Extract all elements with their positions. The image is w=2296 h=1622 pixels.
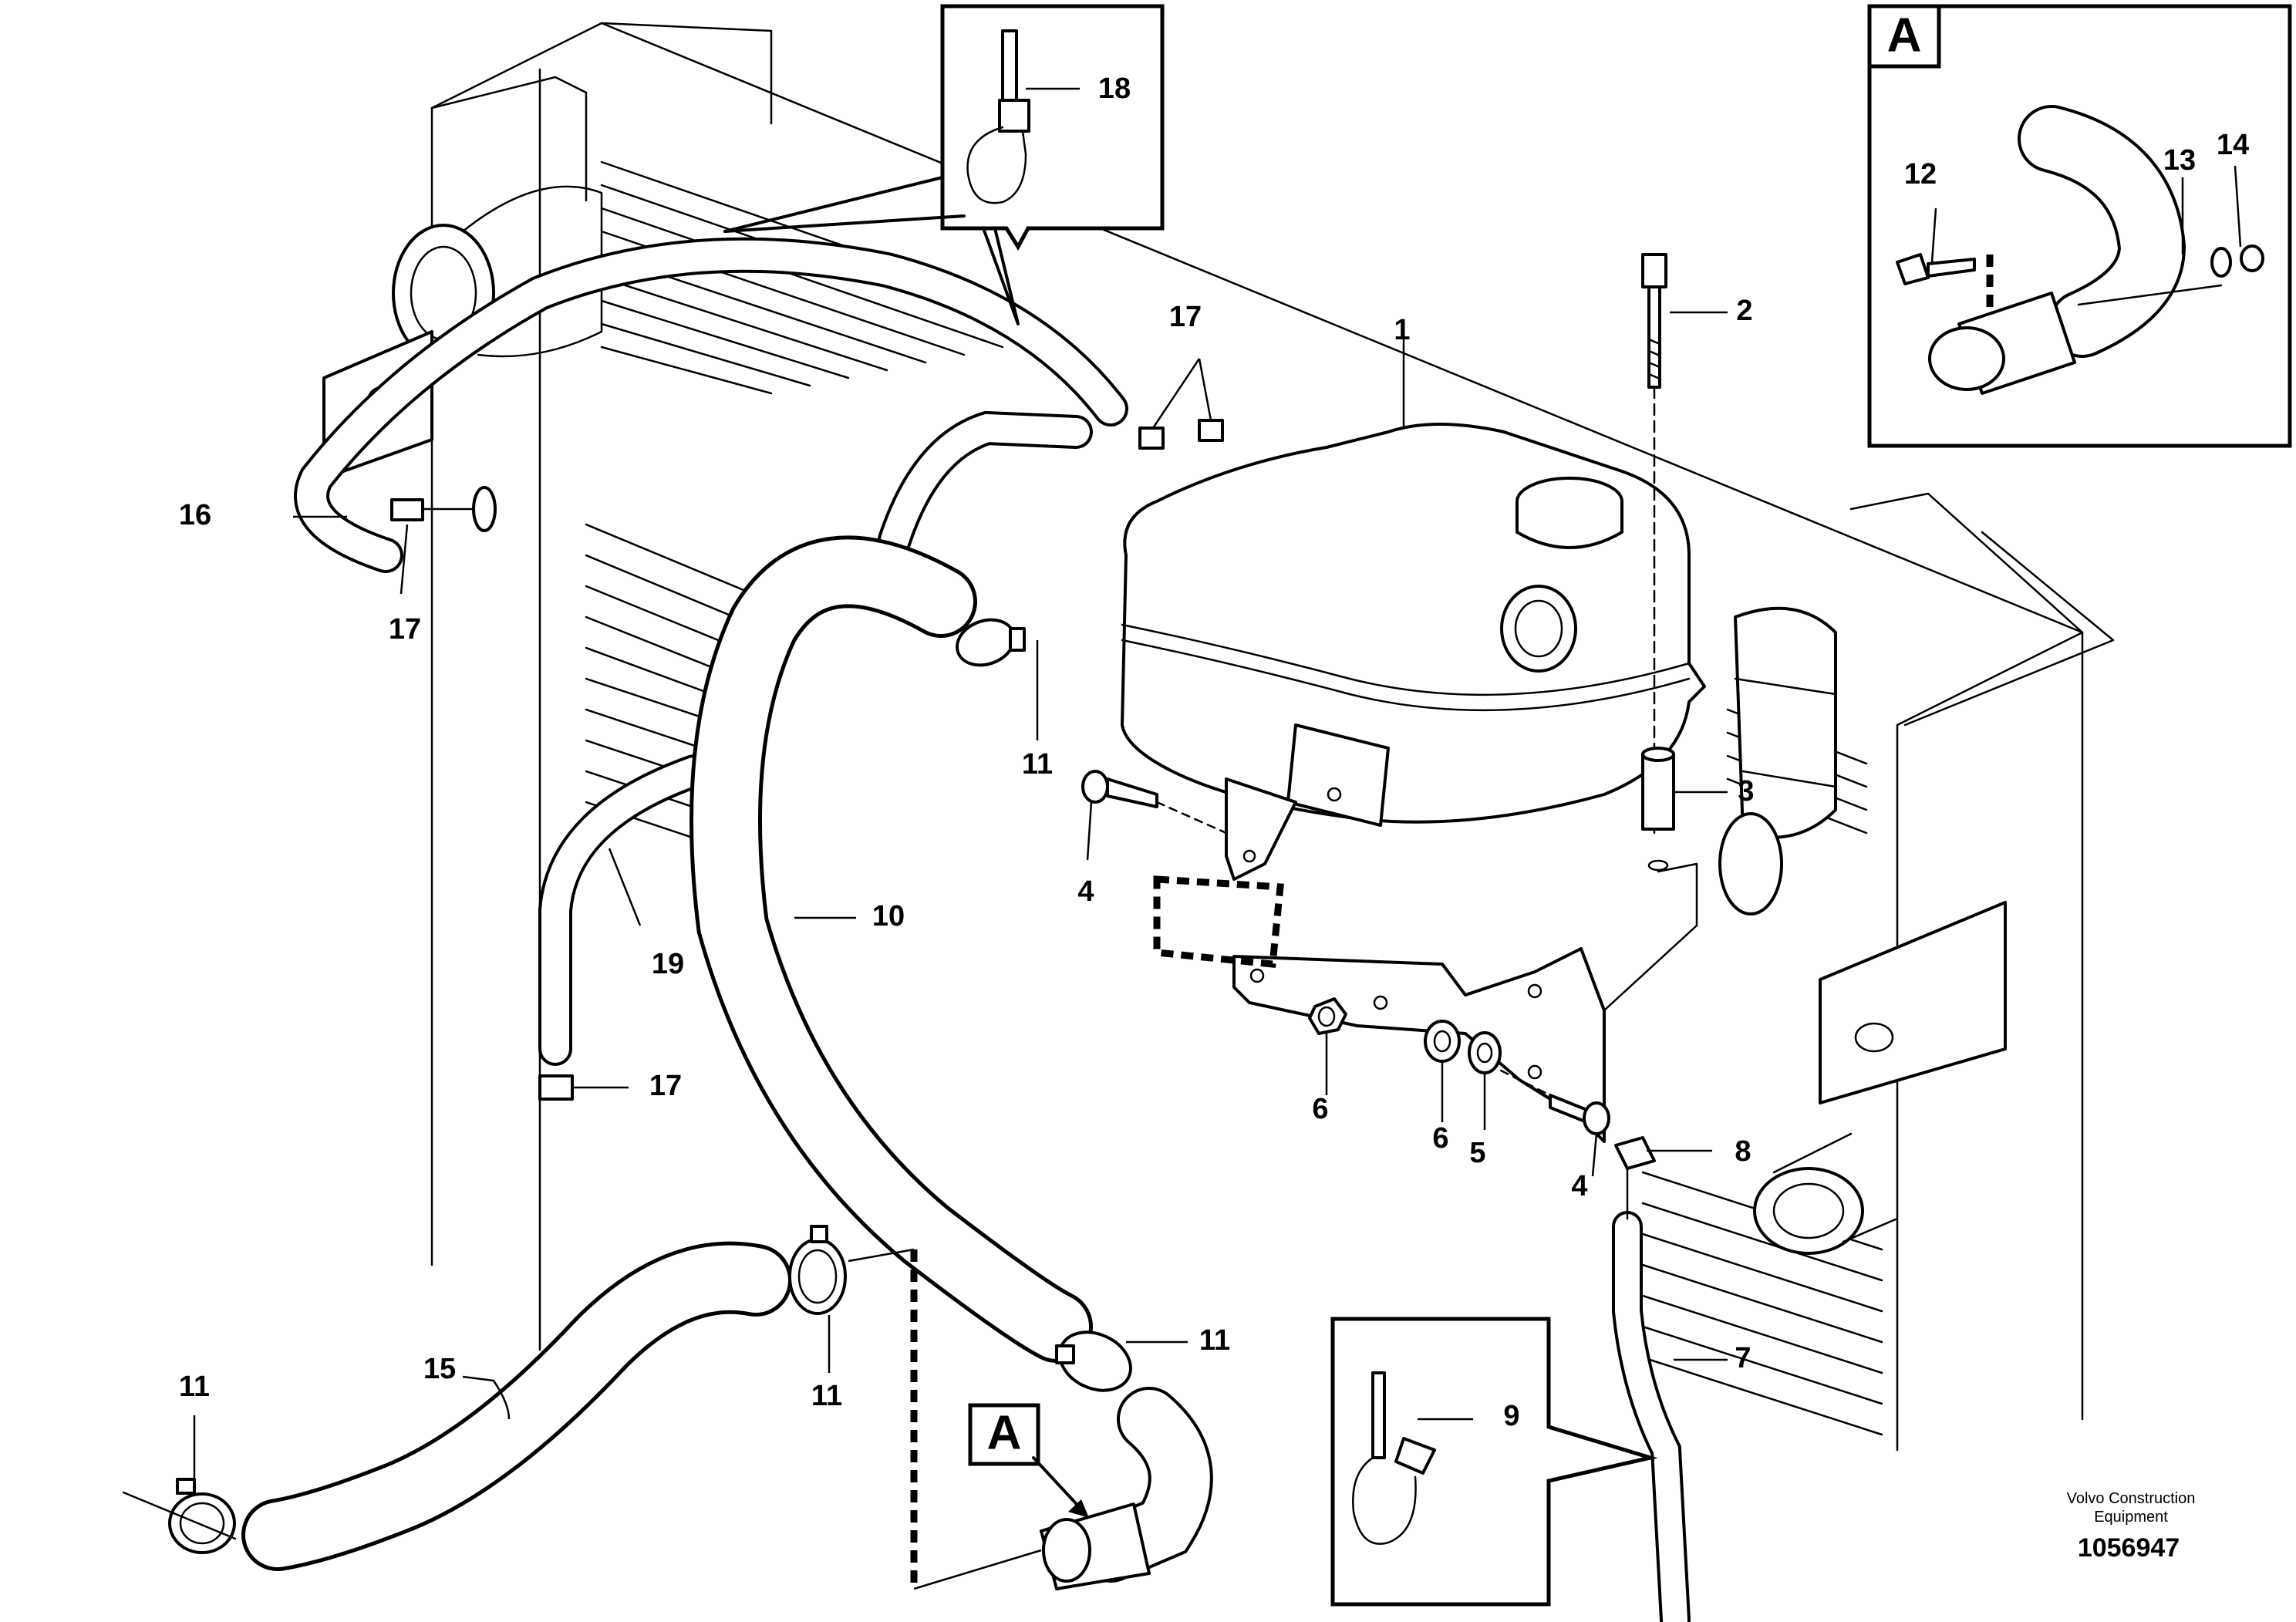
- callout-labels: 1 2 3 4 4 5 6 6 7 8 9 10 11 11 11 11 12 …: [179, 73, 2249, 1432]
- inset-9: [1330, 1317, 1658, 1607]
- clamp-11-mid: [788, 1225, 847, 1315]
- sleeve-3: [1641, 747, 1675, 872]
- dashed-link-bracket: [1153, 875, 1284, 968]
- mounting-bracket: [1232, 862, 1698, 1143]
- clip-17-left: [390, 486, 497, 532]
- clip-17-lower: [538, 1074, 574, 1101]
- inset-a-detail: [1867, 4, 2292, 448]
- callout-11-lower-right: 11: [1199, 1324, 1230, 1357]
- clip-8: [1614, 1136, 1656, 1220]
- callout-1: 1: [1394, 314, 1410, 346]
- bolt-4-upper: [1081, 770, 1228, 835]
- callout-5: 5: [1469, 1137, 1485, 1169]
- callout-10: 10: [872, 900, 905, 932]
- callout-11-mid: 11: [811, 1380, 842, 1412]
- hose-15: [241, 1241, 792, 1571]
- callout-4-upper: 4: [1077, 875, 1094, 908]
- callout-17-left: 17: [389, 613, 421, 646]
- bolt-2: [1641, 253, 1667, 835]
- drawing-reference-number: 1056947: [2078, 1533, 2180, 1563]
- callout-4-lower: 4: [1571, 1170, 1587, 1202]
- callout-19: 19: [652, 948, 684, 980]
- outlet-elbow: [1040, 1387, 1213, 1590]
- credit-line-1: Volvo Construction: [2067, 1490, 2196, 1507]
- hose-10: [689, 535, 1093, 1363]
- callout-6-rear: 6: [1432, 1122, 1448, 1155]
- clamp-11-lower-left: [122, 1478, 237, 1554]
- callout-6-front: 6: [1312, 1093, 1328, 1125]
- callout-15: 15: [423, 1353, 456, 1385]
- callout-18: 18: [1098, 73, 1131, 105]
- callout-11-lower-left: 11: [179, 1371, 210, 1403]
- inset-a-label: A: [1887, 8, 1922, 62]
- hose-small-upper: [878, 410, 1093, 557]
- callout-2: 2: [1736, 295, 1752, 327]
- leader-lines: [193, 87, 2242, 1481]
- nut-6-rear: [1424, 1020, 1461, 1063]
- callout-3: 3: [1738, 775, 1754, 808]
- callout-14: 14: [2217, 129, 2249, 161]
- callout-7: 7: [1735, 1342, 1751, 1374]
- clip-17-upper-b: [1198, 419, 1224, 442]
- callout-13: 13: [2163, 144, 2196, 177]
- hose-19: [538, 754, 711, 1066]
- clamp-11-upper: [956, 618, 1026, 667]
- hose-16: [294, 237, 1128, 573]
- hose-7: [1612, 1211, 1691, 1622]
- clip-17-upper-a: [1138, 427, 1165, 450]
- callout-11-upper: 11: [1022, 748, 1053, 781]
- nut-6-front: [1308, 997, 1347, 1035]
- callout-17-lower: 17: [649, 1070, 682, 1102]
- inset-a-reference: A: [968, 1403, 1089, 1518]
- callout-16: 16: [179, 499, 211, 531]
- inset-18: [723, 4, 1165, 325]
- inset-a-reference-letter: A: [987, 1406, 1022, 1459]
- bolt-4-lower: [1487, 1063, 1610, 1135]
- callout-12: 12: [1904, 158, 1937, 191]
- callout-17-upper: 17: [1169, 301, 1202, 333]
- washer-5: [1468, 1031, 1502, 1074]
- credit-line-2: Equipment: [2094, 1509, 2168, 1526]
- callout-8: 8: [1735, 1135, 1751, 1168]
- clamp-11-lower-right: [1055, 1330, 1132, 1392]
- expansion-tank: [1121, 423, 1706, 881]
- callout-9: 9: [1503, 1400, 1519, 1432]
